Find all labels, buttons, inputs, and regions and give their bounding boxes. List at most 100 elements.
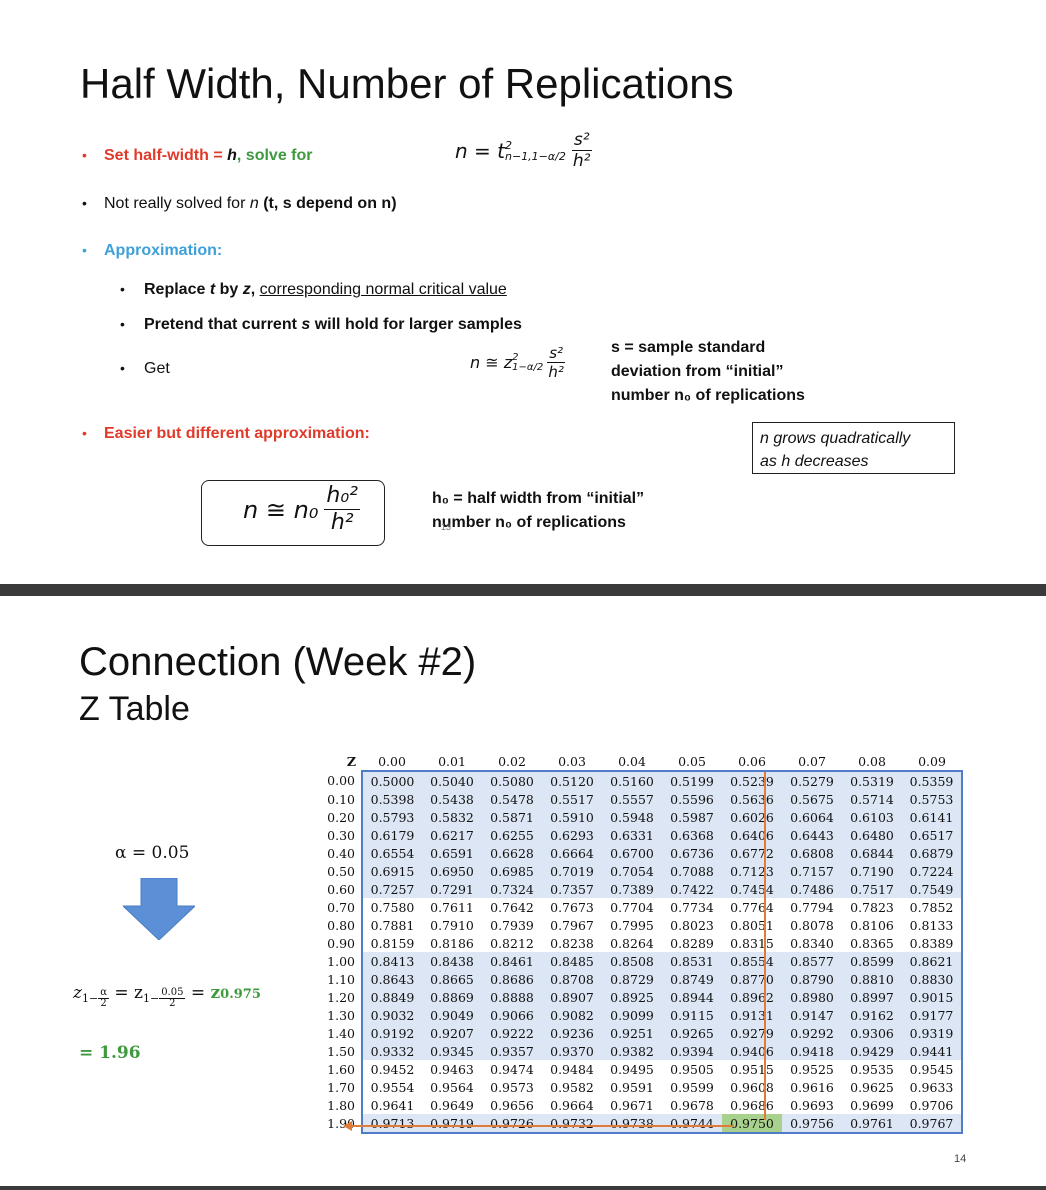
table-cell: 0.6591 — [422, 844, 482, 862]
table-cell: 0.8438 — [422, 952, 482, 970]
table-cell: 0.9394 — [662, 1042, 722, 1060]
table-cell: 0.7486 — [782, 880, 842, 898]
table-cell: 0.9236 — [542, 1024, 602, 1042]
z-column-header: Z — [346, 754, 356, 769]
table-cell: 0.9625 — [842, 1078, 902, 1096]
table-cell: 0.8980 — [782, 988, 842, 1006]
z-table-col-header: 0.09 — [918, 753, 946, 769]
table-cell: 0.9292 — [782, 1024, 842, 1042]
table-cell: 0.9066 — [482, 1006, 542, 1024]
table-cell: 0.7123 — [722, 862, 782, 880]
table-cell: 0.7673 — [542, 898, 602, 916]
z-row-label: 0.90 — [327, 935, 355, 951]
table-cell: 0.8925 — [602, 988, 662, 1006]
table-cell: 0.6368 — [662, 826, 722, 844]
table-cell: 0.8264 — [602, 934, 662, 952]
formula-n-n0: n ≅ n₀ h₀² h² — [243, 483, 361, 536]
sub1-a: Replace — [144, 281, 210, 298]
table-cell: 0.9495 — [602, 1060, 662, 1078]
table-cell: 0.5517 — [542, 790, 602, 808]
z-row-label: 1.90 — [327, 1116, 355, 1131]
sub2-b: will hold for larger samples — [310, 316, 522, 333]
table-cell: 0.7642 — [482, 898, 542, 916]
normal-critical-value-link[interactable]: corresponding normal critical value — [259, 281, 507, 298]
table-cell: 0.9463 — [422, 1060, 482, 1078]
z-row-label: 0.60 — [327, 881, 355, 897]
table-cell: 0.9452 — [361, 1060, 422, 1078]
table-cell: 0.9515 — [722, 1060, 782, 1078]
table-cell: 0.7939 — [482, 916, 542, 934]
table-cell: 0.9732 — [542, 1114, 602, 1134]
table-cell: 0.8962 — [722, 988, 782, 1006]
table-cell: 0.6628 — [482, 844, 542, 862]
bullet-text-red: Set half-width = — [104, 147, 228, 164]
table-cell: 0.7389 — [602, 880, 662, 898]
z-expr-sub2: 1− — [142, 992, 160, 1005]
formula1-num: s² — [571, 130, 592, 151]
z-result: z0.975 — [211, 983, 261, 1003]
z-row-label: 1.70 — [327, 1079, 355, 1095]
table-cell: 0.9429 — [842, 1042, 902, 1060]
bullet-approximation: Approximation: — [104, 242, 223, 259]
formula2-num: s² — [547, 344, 566, 363]
sub-bullet-pretend: Pretend that current s will hold for lar… — [144, 316, 522, 334]
note-box-quadratic: n grows quadratically as h decreases — [752, 422, 955, 474]
table-cell: 0.8869 — [422, 988, 482, 1006]
table-cell: 0.8413 — [361, 952, 422, 970]
z-row-label: 1.50 — [327, 1043, 355, 1059]
z-table-col-header: 0.08 — [858, 753, 886, 769]
z-result-base: z — [210, 982, 221, 1003]
z-row-label: 0.50 — [327, 863, 355, 879]
bottom-border — [0, 1186, 1046, 1190]
table-cell: 0.5040 — [422, 770, 482, 790]
bullet-dot: • — [120, 316, 125, 332]
table-cell: 0.7454 — [722, 880, 782, 898]
table-cell: 0.7291 — [422, 880, 482, 898]
table-cell: 0.9719 — [422, 1114, 482, 1134]
sub-bullet-get: Get — [144, 360, 170, 377]
table-cell: 0.9099 — [602, 1006, 662, 1024]
table-cell: 0.7019 — [542, 862, 602, 880]
note-s-line2: deviation from “initial” — [611, 363, 784, 380]
table-cell: 0.7549 — [902, 880, 963, 898]
sub-bullet-replace: Replace t by z, corresponding normal cri… — [144, 281, 507, 299]
table-cell: 0.7704 — [602, 898, 662, 916]
table-cell: 0.5753 — [902, 790, 963, 808]
table-cell: 0.9608 — [722, 1078, 782, 1096]
sub1-t: t — [209, 281, 216, 298]
table-cell: 0.5596 — [662, 790, 722, 808]
table-cell: 0.9756 — [782, 1114, 842, 1134]
table-cell: 0.8023 — [662, 916, 722, 934]
table-cell: 0.8643 — [361, 970, 422, 988]
z-table-col-header: 0.03 — [558, 753, 586, 769]
table-cell: 0.6255 — [482, 826, 542, 844]
table-cell: 0.5987 — [662, 808, 722, 826]
table-cell: 0.9418 — [782, 1042, 842, 1060]
table-cell: 0.7611 — [422, 898, 482, 916]
z-table-col-header: 0.04 — [618, 753, 646, 769]
table-cell: 0.5557 — [602, 790, 662, 808]
table-cell: 0.9131 — [722, 1006, 782, 1024]
table-cell: 0.5160 — [602, 770, 662, 790]
table-cell: 0.7357 — [542, 880, 602, 898]
table-cell: 0.8461 — [482, 952, 542, 970]
table-cell: 0.7794 — [782, 898, 842, 916]
table-cell: 0.6179 — [361, 826, 422, 844]
table-cell: 0.8485 — [542, 952, 602, 970]
table-cell: 0.9441 — [902, 1042, 963, 1060]
table-cell: 0.7881 — [361, 916, 422, 934]
formula-n-t: n = t 2 n−1,1−α/2 s² h² — [455, 130, 592, 171]
z-row-label: 0.80 — [327, 917, 355, 933]
table-cell: 0.8810 — [842, 970, 902, 988]
z-expr-frac1-den: 2 — [100, 998, 107, 1009]
table-cell: 0.7422 — [662, 880, 722, 898]
z-result-value: = 1.96 — [79, 1043, 141, 1063]
z-table-col-header: 0.05 — [678, 753, 706, 769]
table-cell: 0.9591 — [602, 1078, 662, 1096]
